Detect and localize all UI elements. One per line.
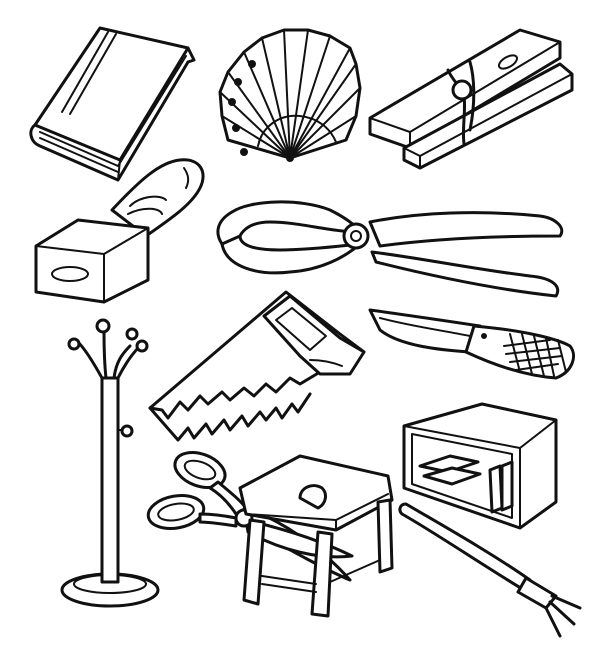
stool-icon: [238, 454, 394, 618]
coat-rack-icon: [60, 318, 160, 608]
pliers-icon: [216, 200, 564, 298]
folding-fan-icon: [218, 28, 362, 162]
fork-icon: [398, 502, 582, 638]
scissors-icon: [146, 451, 354, 582]
bookshelf-box-icon: [402, 402, 558, 530]
hand-saw-icon: [148, 290, 366, 442]
mallet-icon: [34, 158, 205, 304]
knife-icon: [368, 308, 575, 380]
clothespin-icon: [368, 28, 574, 170]
book-icon: [29, 26, 196, 182]
